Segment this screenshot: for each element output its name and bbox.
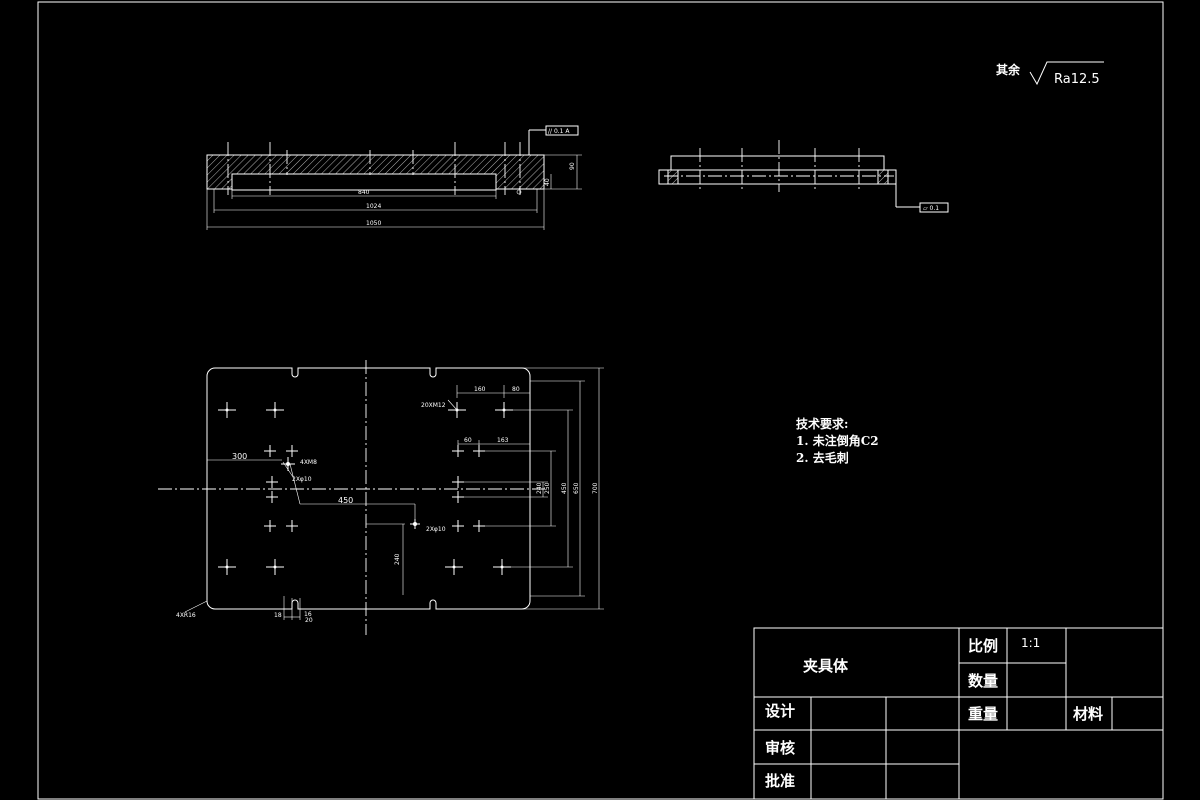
scale-value: 1:1 <box>1021 636 1040 650</box>
label-d650: 650 <box>573 482 580 494</box>
label-ref-450: 450 <box>338 496 353 505</box>
tech-req-title: 技术要求: <box>796 416 848 431</box>
side-plate-bottom <box>658 169 897 185</box>
scale-label: 比例 <box>968 637 998 655</box>
roughness-note: 其余 Ra12.5 <box>996 61 1104 87</box>
front-dim-step: 40 <box>544 178 551 186</box>
label-d163: 163 <box>497 437 509 444</box>
side-view: ▱ 0.1 <box>658 140 949 213</box>
side-tolerance-frame <box>919 202 949 213</box>
plan-outline <box>206 367 531 610</box>
label-d700: 700 <box>592 482 599 494</box>
front-section-view: // 0.1 A 90 40 840 1024 1050 <box>206 125 582 230</box>
label-d18: 18 <box>274 612 282 619</box>
roughness-value: Ra12.5 <box>1054 72 1100 87</box>
label-d240b: 240 <box>394 553 401 565</box>
part-name: 夹具体 <box>803 657 849 675</box>
approve-label: 批准 <box>765 772 795 790</box>
tech-req-item-2: 2. 去毛刺 <box>796 450 849 465</box>
label-d240: 240 <box>536 482 543 494</box>
tech-req-item-1: 1. 未注倒角C2 <box>796 433 879 448</box>
hole-markers <box>218 402 513 575</box>
label-tapped-holes: 20XM12 <box>421 402 446 409</box>
front-tolerance-text: // 0.1 A <box>548 128 570 135</box>
front-dim-height: 90 <box>569 162 576 170</box>
label-pin-hole2: 2Xφ10 <box>426 526 446 533</box>
design-label: 设计 <box>765 702 795 720</box>
front-plate-slot <box>231 173 497 191</box>
plan-dimension-lines <box>184 367 604 620</box>
plan-view: 20XM12 300 450 4XM8 2Xφ10 2Xφ10 4XR16 16… <box>158 360 604 635</box>
side-plate-top <box>670 155 885 171</box>
label-d80: 80 <box>512 386 520 393</box>
title-block: 夹具体 比例 1:1 数量 重量 材料 设计 审核 批准 <box>753 627 1164 800</box>
label-d20: 20 <box>305 617 313 624</box>
label-ref-300: 300 <box>232 452 247 461</box>
front-dim-inner: 840 <box>358 189 370 196</box>
tech-requirements: 技术要求: 1. 未注倒角C2 2. 去毛刺 <box>796 416 879 465</box>
label-d16: 16 <box>304 611 312 618</box>
quantity-label: 数量 <box>968 672 998 690</box>
front-tolerance-frame <box>545 125 579 136</box>
front-dim-mid: 1024 <box>366 203 381 210</box>
label-d450: 450 <box>561 482 568 494</box>
front-dim-overall: 1050 <box>366 220 381 227</box>
label-d250: 250 <box>544 482 551 494</box>
weight-label: 重量 <box>968 705 998 723</box>
label-d60: 60 <box>464 437 472 444</box>
label-corner: 4XR16 <box>176 612 196 619</box>
label-pin-hole: 2Xφ10 <box>292 476 312 483</box>
side-right-hatch <box>877 169 889 185</box>
side-left-hatch <box>667 169 679 185</box>
review-label: 审核 <box>765 739 795 757</box>
side-tolerance-text: ▱ 0.1 <box>923 205 939 212</box>
roughness-symbol <box>1029 61 1104 86</box>
drawing-border <box>37 1 1164 800</box>
hole-dots <box>225 408 506 569</box>
roughness-label: 其余 <box>996 62 1021 77</box>
label-d160: 160 <box>474 386 486 393</box>
label-small-hole: 4XM8 <box>300 459 317 466</box>
material-label: 材料 <box>1073 705 1103 723</box>
